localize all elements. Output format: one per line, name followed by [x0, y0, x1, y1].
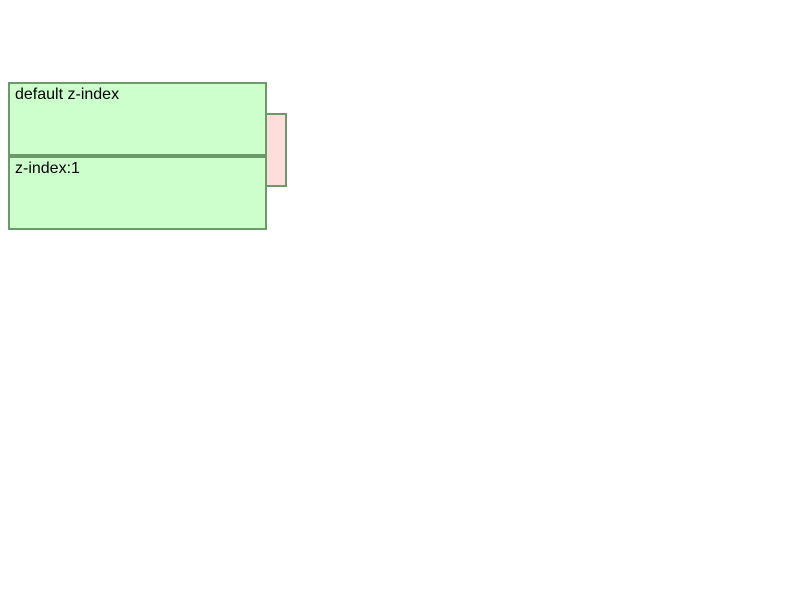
default-z-index-box: default z-index — [8, 82, 267, 156]
pink-box — [265, 113, 287, 187]
default-z-index-label: default z-index — [15, 86, 120, 103]
z-index-1-box: z-index:1 — [8, 156, 267, 230]
z-index-1-label: z-index:1 — [15, 160, 80, 177]
